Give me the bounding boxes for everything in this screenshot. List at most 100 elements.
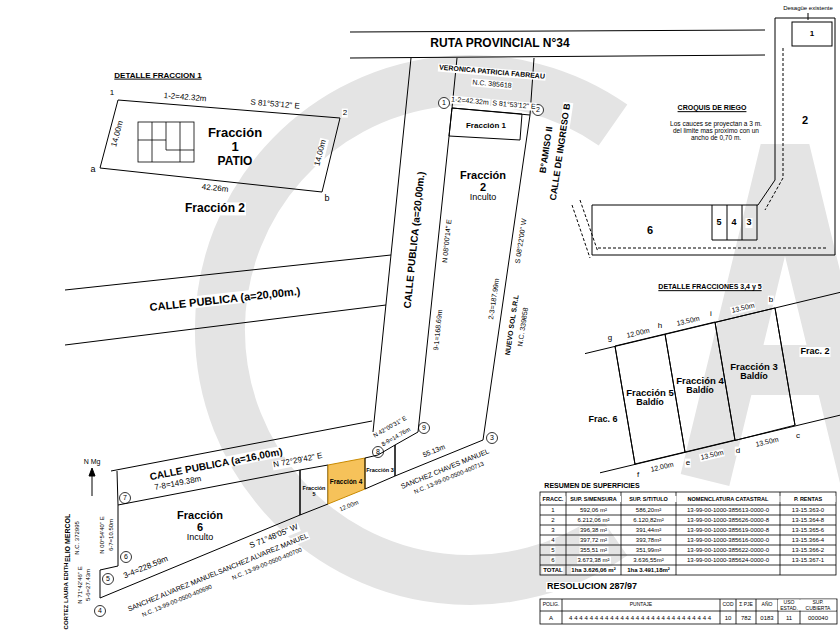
table-cell: 13-15.363-0 — [791, 507, 825, 514]
plan-label: USO ESTAD. — [778, 600, 800, 611]
parcel-outline — [100, 100, 340, 192]
parcel-text: Fracción 3Baldío — [727, 362, 781, 382]
vertex-circle — [103, 574, 114, 585]
parcel-box: Fracción 5 — [300, 465, 328, 515]
plan-label: N.C. 372995 — [74, 520, 81, 556]
parcel-box: Fracción 3Baldío — [715, 308, 795, 440]
parcel-text: Fracción 5Baldío — [625, 388, 675, 408]
plan-label: 4 — [98, 607, 102, 615]
table-cell: 355,51 m² — [579, 547, 608, 554]
table-cell: 13-15.364-8 — [791, 517, 825, 524]
plan-label: N 00°54'40" E — [99, 515, 106, 554]
table-cell: 586,20m² — [635, 507, 662, 514]
plan-label: A — [548, 615, 554, 622]
vertex-circle — [95, 606, 106, 617]
plan-label: COD — [721, 602, 734, 608]
parcel-name: Fracción 6 — [174, 509, 226, 533]
plan-label: 2 — [536, 106, 540, 114]
table-cell: 13-99-00-1000-385619-0000-8 — [686, 527, 770, 534]
plan-label: 000040 — [807, 615, 829, 622]
parcel-outline — [328, 458, 365, 504]
road-line — [65, 255, 391, 290]
parcel-name: Fracción 3 — [366, 467, 394, 473]
plan-label: N 71°42'46" E — [77, 565, 84, 604]
parcel-note: PATIO — [203, 155, 267, 168]
road-line — [350, 30, 765, 32]
plan-label: 4444444444444444444444444444 — [568, 615, 714, 622]
table-cell: NOMENCLATURA CATASTRAL — [677, 495, 780, 501]
plan-label: AÑO — [761, 602, 774, 608]
table-cell: SUP. S/TITULO — [622, 495, 676, 501]
table-cell: FRACC. — [541, 495, 566, 501]
irrigation-sketch — [808, 13, 809, 20]
table-cell: 13-15.366-4 — [791, 537, 825, 544]
table-cell: 4 — [550, 537, 555, 544]
plan-label: d — [735, 447, 741, 456]
plan-label: 6-7=10.50m — [108, 518, 115, 552]
road-line — [350, 55, 765, 58]
parcel-box: Fracción 4Baldío — [665, 322, 735, 452]
table-cell: 2 — [550, 517, 555, 524]
plan-label: 9-1=168.69m — [432, 308, 444, 352]
plan-label: 10 — [724, 615, 733, 622]
parcel-box: Fracción 3 — [365, 445, 395, 489]
plan-label: 14.00m — [110, 119, 126, 149]
building-sketch — [138, 122, 194, 162]
plan-label: PUNTAJE — [629, 602, 653, 608]
parcel-name: Fracción 1 — [203, 126, 267, 155]
plan-label: RUTA PROVINCIAL N°34 — [429, 37, 570, 50]
parcel-name: Fracción 5 — [301, 485, 327, 497]
parcel-outline — [615, 334, 685, 464]
plan-label: h — [657, 322, 663, 331]
parcel-name: Fracción 4 — [329, 478, 363, 485]
parcel-box: Fracción 1PATIO — [100, 100, 340, 192]
table-grid — [540, 492, 837, 624]
plan-label: 42.26m — [200, 183, 229, 195]
plan-label: e — [685, 459, 691, 468]
table-grid — [566, 492, 780, 575]
plan-label: Fracción 2 — [184, 202, 246, 215]
table-cell: 393,78m² — [635, 537, 662, 544]
table-cell: 13-99-00-1000-385622-0000-0 — [686, 547, 770, 554]
table-grid — [540, 599, 837, 624]
plan-label: 2 — [342, 109, 348, 118]
plan-label: Los cauces se proyectan a 3 m. del limit… — [667, 120, 765, 141]
plan-label: 12.00m — [625, 326, 651, 339]
parcel-box: Fracción 2Inculto — [395, 108, 530, 476]
table-cell: 3 — [550, 527, 555, 534]
parcel-text: Fracción 5 — [301, 485, 327, 497]
plan-label: 782 — [740, 615, 752, 622]
plan-label: 2 — [801, 114, 809, 126]
table-cell: P. RENTAS — [781, 495, 836, 501]
table-cell: 1ha 3.626,06 m² — [570, 567, 616, 574]
plan-label: 0183 — [759, 615, 774, 622]
parcel-text: Fracción 6Inculto — [174, 509, 226, 543]
parcel-outline — [365, 445, 395, 489]
parcel-name: Fracción 4 — [675, 376, 725, 386]
parcel-note: Baldío — [675, 386, 725, 396]
plan-label: S 08°22'00" W — [514, 217, 528, 265]
plan-label: c — [795, 432, 801, 441]
plan-label: 12.00m — [338, 499, 361, 513]
plan-label: 5 — [106, 575, 110, 583]
vertex-circle — [439, 98, 450, 109]
plan-label: 12.00m — [649, 460, 675, 473]
plan-label: Desagüe existente — [782, 5, 834, 12]
table-grid — [540, 505, 836, 565]
building-sketch — [138, 122, 194, 162]
road-line — [117, 471, 118, 505]
road-line — [65, 305, 386, 345]
parcel-text: Fracción 3 — [366, 467, 394, 473]
table-cell: 6.120,82m² — [632, 517, 664, 524]
watermark — [220, 80, 840, 580]
irrigation-sketch — [792, 22, 832, 46]
plan-label: 11 — [785, 615, 793, 622]
plan-label: SUP. CUBIERTA — [800, 600, 836, 611]
plan-label: N.C. 339858 — [516, 306, 530, 348]
plan-label: 1 — [442, 99, 446, 107]
plan-label: DETALLE FRACCIONES 3,4 y 5 — [657, 283, 762, 291]
plan-label: ELIO MERCOL — [64, 513, 72, 564]
table-cell: 5 — [550, 547, 555, 554]
plan-label: a — [89, 165, 96, 175]
